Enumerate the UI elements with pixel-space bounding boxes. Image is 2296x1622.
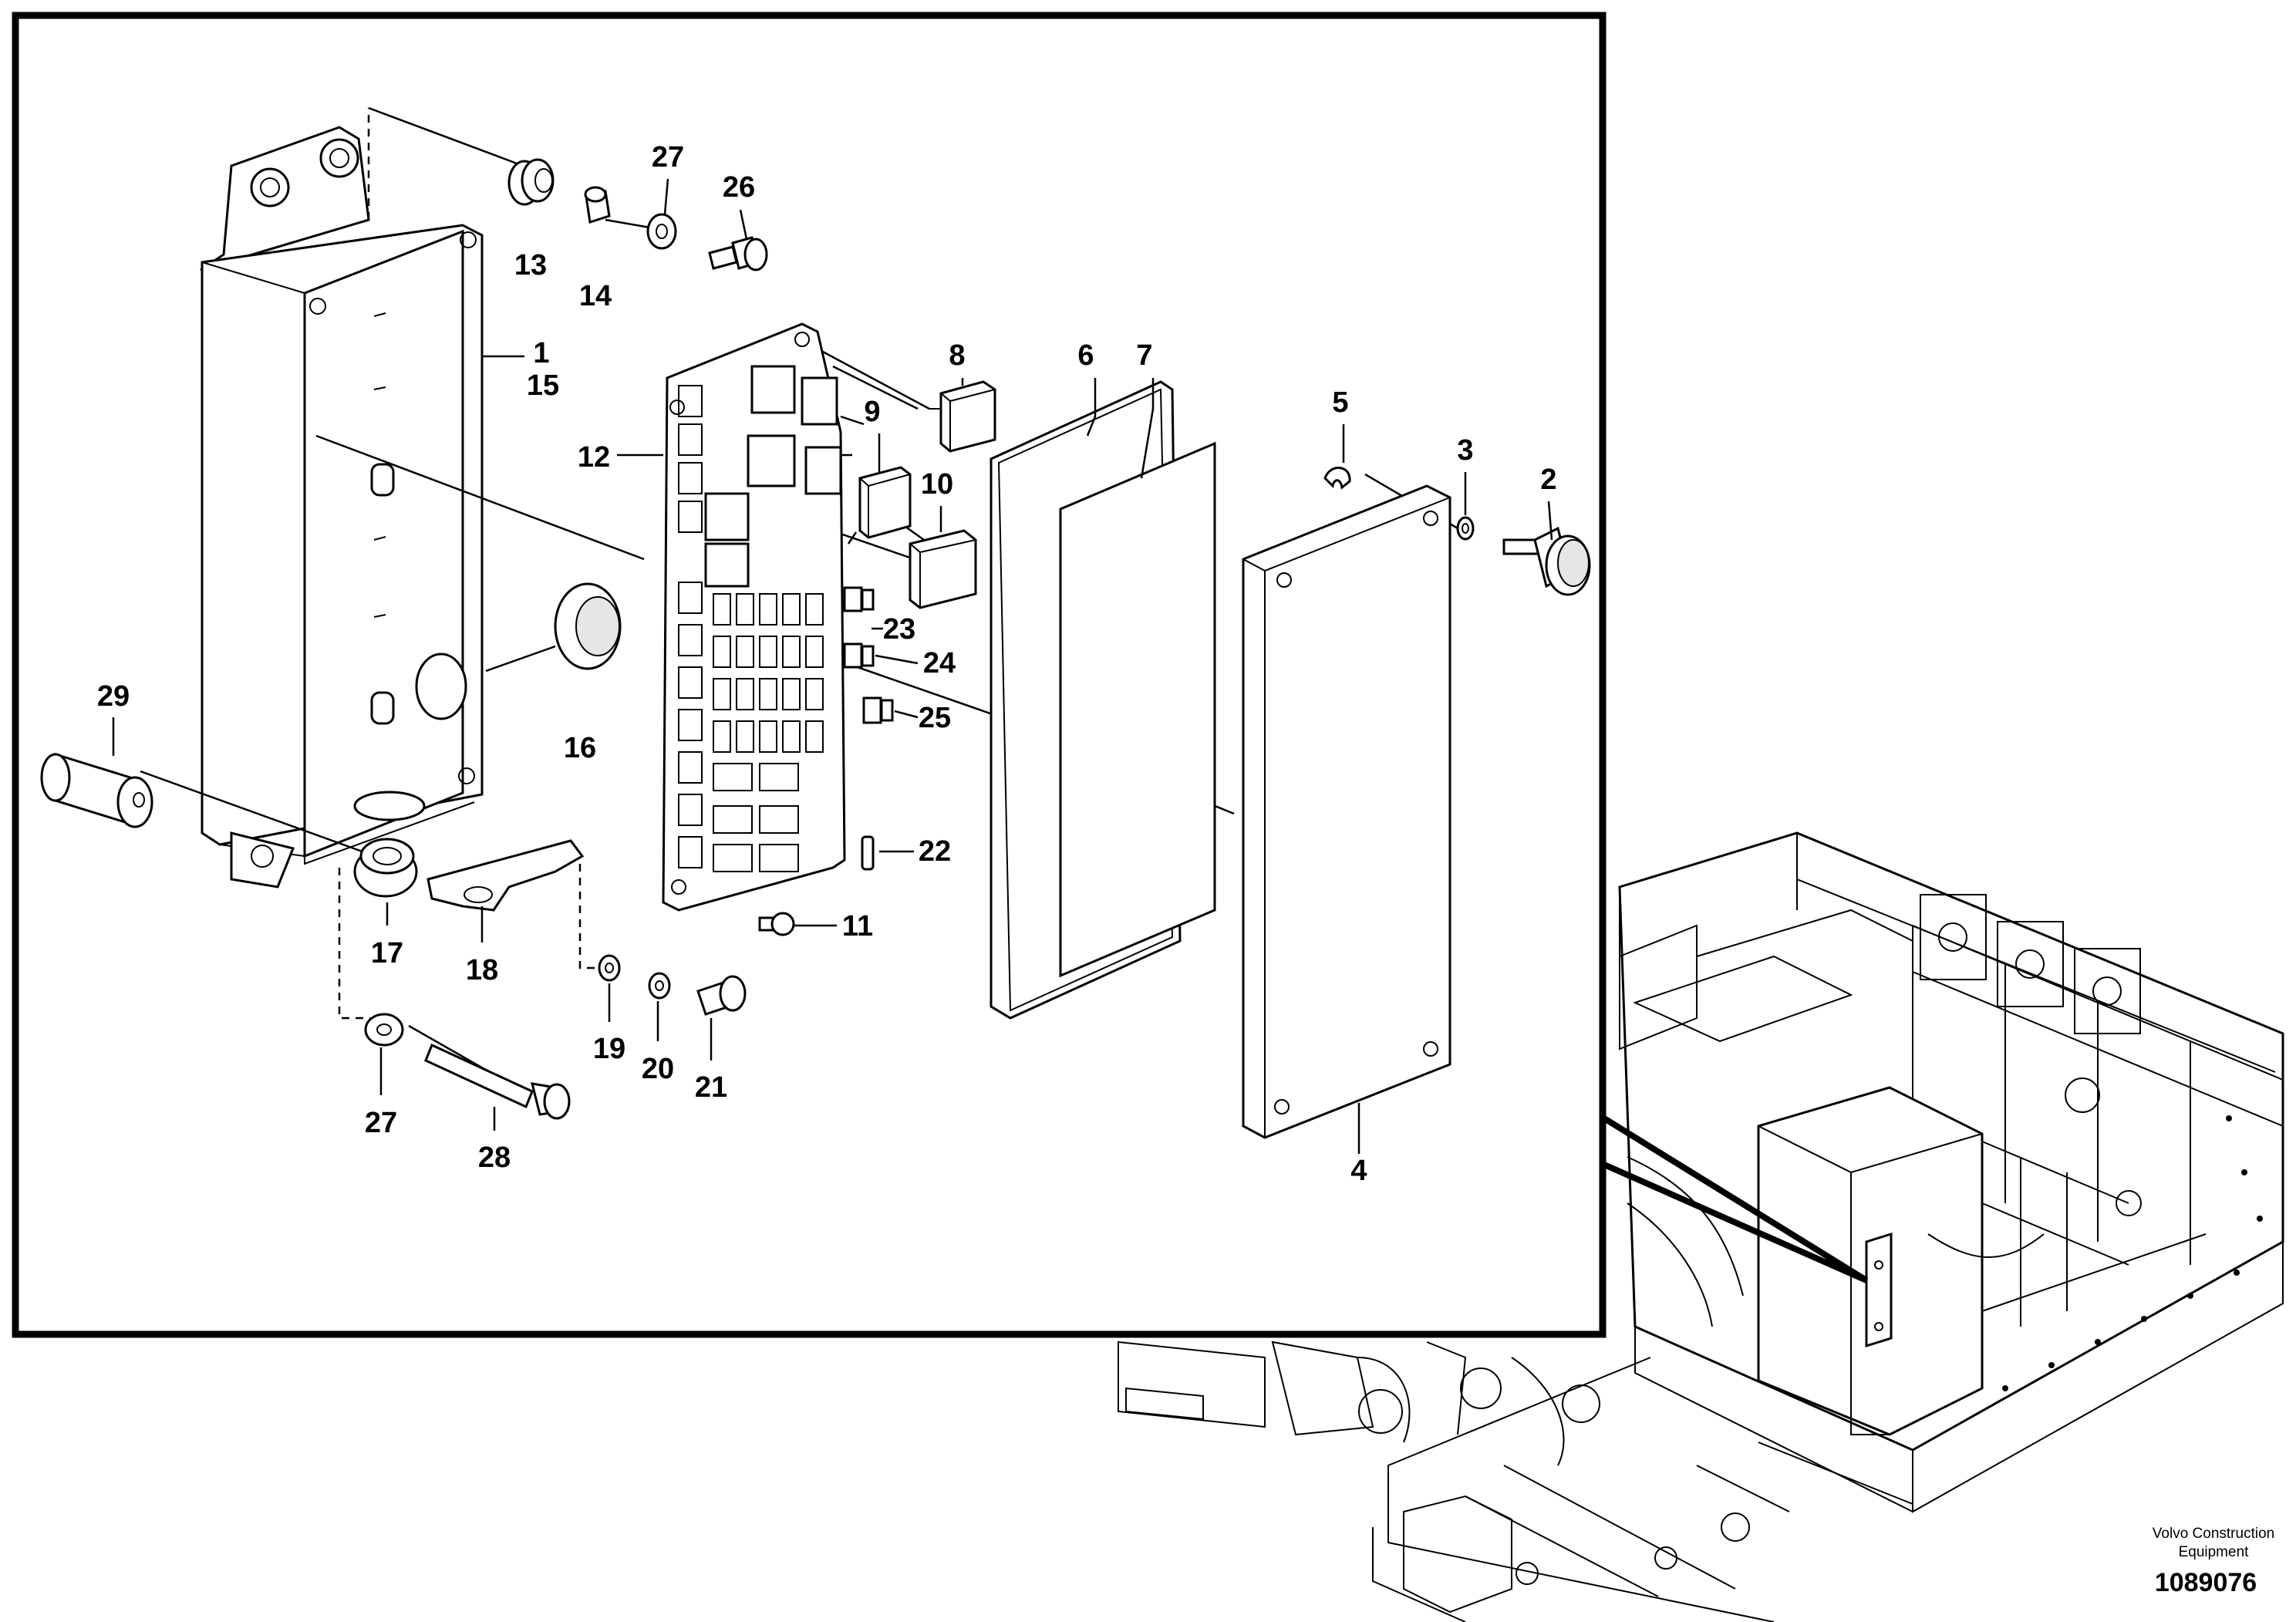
callout-12: 12 (578, 441, 610, 474)
knob-screw-2 (1502, 526, 1591, 596)
enclosure-housing (200, 126, 484, 889)
callout-15: 15 (527, 369, 559, 402)
callout-24: 24 (923, 647, 956, 679)
callout-26: 26 (723, 171, 755, 204)
callout-10: 10 (921, 468, 953, 501)
washer-20 (648, 972, 671, 1000)
callout-7: 7 (1136, 339, 1152, 372)
fuse-relay-board (662, 322, 846, 912)
callout-14: 14 (579, 280, 612, 312)
fuse-25 (862, 696, 894, 724)
callout-5: 5 (1332, 386, 1348, 419)
callout-18: 18 (466, 954, 498, 986)
callout-1: 1 (533, 337, 549, 369)
callout-28: 28 (478, 1141, 511, 1174)
callout-9: 9 (864, 396, 880, 428)
fuse-24 (843, 642, 875, 669)
callout-23: 23 (883, 613, 915, 646)
callout-6: 6 (1077, 339, 1094, 372)
callout-4: 4 (1350, 1155, 1367, 1187)
grommet-16 (554, 582, 622, 670)
fuse-23 (843, 586, 875, 612)
washer-19 (598, 954, 621, 982)
bracket-18 (426, 839, 585, 912)
callout-25: 25 (919, 702, 951, 734)
callout-29: 29 (97, 680, 130, 713)
callout-19: 19 (593, 1033, 625, 1065)
washer-3 (1456, 516, 1475, 541)
bolt-21 (696, 975, 747, 1016)
fuse-grid (713, 593, 824, 872)
callout-8: 8 (949, 339, 965, 372)
cover-4 (1242, 484, 1451, 1139)
relay-9 (858, 466, 912, 539)
grommet-17 (353, 838, 418, 898)
screw-11 (758, 912, 795, 936)
callout-17: 17 (371, 937, 403, 969)
detail-pointer (1602, 1115, 1869, 1283)
callout-3: 3 (1457, 434, 1473, 467)
callout-27-top: 27 (652, 141, 684, 174)
callout-22: 22 (919, 835, 951, 868)
callout-16: 16 (564, 732, 596, 764)
callout-11: 11 (842, 910, 873, 943)
washer-27-bottom (364, 1013, 404, 1047)
washer-27-top (646, 213, 677, 250)
bolt-26 (708, 236, 768, 271)
label-ticks (112, 178, 1553, 1154)
callout-2: 2 (1540, 464, 1556, 496)
label-7 (1059, 441, 1216, 978)
grommet-13 (507, 158, 555, 206)
document-number: 1089076 (2155, 1568, 2257, 1597)
callout-27-bottom: 27 (365, 1107, 397, 1139)
relay-10 (909, 529, 977, 609)
callout-labels: 1 2 3 4 5 6 7 8 9 10 11 12 13 14 15 16 1… (97, 141, 1557, 1187)
credit-line-2: Equipment (2179, 1544, 2250, 1560)
callout-20: 20 (642, 1053, 674, 1085)
relay-8 (929, 380, 996, 453)
clip-5 (1323, 467, 1351, 490)
spacer-14 (584, 186, 611, 224)
frame-bolts (2002, 1115, 2263, 1391)
sleeve-29 (40, 752, 153, 828)
board-connectors (678, 385, 703, 868)
callout-13: 13 (514, 249, 547, 282)
fuse-22 (861, 835, 875, 871)
credit-line-1: Volvo Construction (2153, 1526, 2274, 1542)
bolt-28 (424, 1043, 571, 1120)
callout-21: 21 (695, 1071, 727, 1104)
machine-frame-drawing (1118, 831, 2284, 1622)
